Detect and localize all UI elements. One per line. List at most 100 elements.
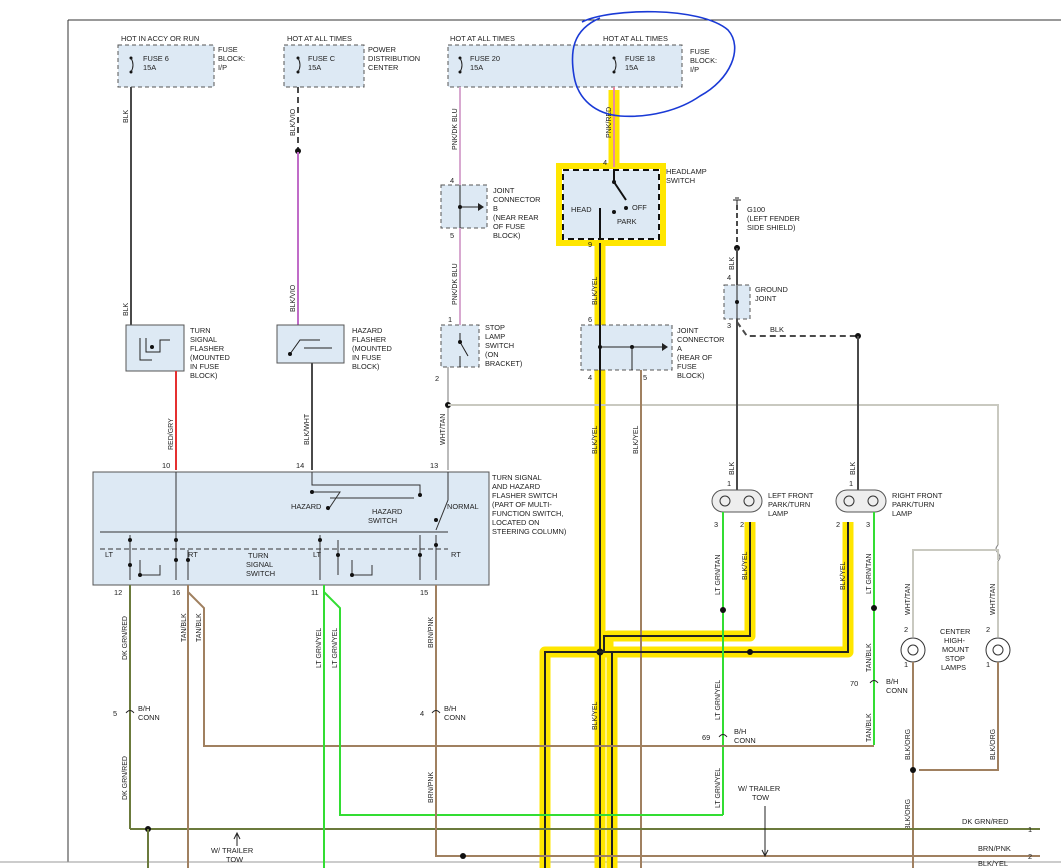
chmsl-lamps: WHT/TAN WHT/TAN 2 2 1 1 CENTER HIGH- MOU…	[900, 544, 1011, 868]
svg-text:RIGHT FRONT: RIGHT FRONT	[892, 491, 943, 500]
svg-text:13: 13	[430, 461, 438, 470]
svg-text:LAMP: LAMP	[892, 509, 912, 518]
svg-text:CENTER: CENTER	[368, 63, 398, 72]
svg-text:LAMPS: LAMPS	[941, 663, 966, 672]
svg-text:PNK/DK BLU: PNK/DK BLU	[452, 263, 459, 305]
svg-text:BLOCK): BLOCK)	[352, 362, 380, 371]
svg-text:2: 2	[740, 520, 744, 529]
svg-text:LAMP: LAMP	[768, 509, 788, 518]
svg-text:HAZARD: HAZARD	[291, 502, 321, 511]
turn-flasher-circuit: BLK BLK TURN SIGNAL FLASHER (MOUNTED IN …	[123, 87, 230, 470]
hand-drawn-circle-annotation	[571, 10, 736, 118]
left-front-lamp: 1 LEFT FRONT PARK/TURN LAMP 3 2 LT GRN/T…	[702, 479, 814, 815]
svg-text:B/H: B/H	[734, 727, 746, 736]
svg-text:B/H: B/H	[886, 677, 898, 686]
svg-text:HOT AT ALL TIMES: HOT AT ALL TIMES	[450, 34, 515, 43]
svg-text:15A: 15A	[625, 63, 638, 72]
svg-text:LT: LT	[313, 550, 322, 559]
svg-text:I/P: I/P	[218, 63, 227, 72]
svg-text:B: B	[493, 204, 498, 213]
svg-text:PNK/DK BLU: PNK/DK BLU	[452, 108, 459, 150]
svg-text:3: 3	[714, 520, 718, 529]
svg-text:BLK/YEL: BLK/YEL	[633, 425, 640, 454]
svg-text:SIDE SHIELD): SIDE SHIELD)	[747, 223, 795, 232]
svg-text:BLK: BLK	[729, 256, 736, 270]
svg-text:9: 9	[588, 240, 592, 249]
fuse-6-box: HOT IN ACCY OR RUN FUSE 6 15A FUSE BLOCK…	[117, 34, 245, 88]
svg-text:JOINT: JOINT	[493, 186, 515, 195]
svg-text:JOINT: JOINT	[677, 326, 699, 335]
svg-text:1: 1	[448, 315, 452, 324]
svg-text:BLK: BLK	[123, 302, 130, 316]
svg-text:TAN/BLK: TAN/BLK	[866, 713, 873, 742]
svg-text:LT GRN/TAN: LT GRN/TAN	[866, 554, 873, 594]
svg-text:AND HAZARD: AND HAZARD	[492, 482, 540, 491]
svg-text:SWITCH: SWITCH	[485, 341, 514, 350]
fuse-18-box: HOT AT ALL TIMES FUSE 18 15A FUSE BLOCK:…	[603, 34, 717, 74]
svg-text:FUNCTION SWITCH,: FUNCTION SWITCH,	[492, 509, 563, 518]
svg-text:BLK/YEL: BLK/YEL	[840, 561, 847, 590]
svg-text:15A: 15A	[143, 63, 156, 72]
svg-text:HEADLAMP: HEADLAMP	[666, 167, 707, 176]
svg-text:12: 12	[114, 588, 122, 597]
svg-text:15: 15	[420, 588, 428, 597]
svg-text:4: 4	[450, 176, 454, 185]
svg-text:WHT/TAN: WHT/TAN	[905, 584, 912, 615]
svg-text:IN FUSE: IN FUSE	[190, 362, 219, 371]
svg-text:FUSE: FUSE	[677, 362, 697, 371]
svg-text:FUSE: FUSE	[218, 45, 238, 54]
svg-text:HOT AT ALL TIMES: HOT AT ALL TIMES	[603, 34, 668, 43]
svg-text:4: 4	[588, 373, 592, 382]
svg-text:FUSE 20: FUSE 20	[470, 54, 500, 63]
svg-text:(ON: (ON	[485, 350, 499, 359]
svg-text:11: 11	[311, 588, 319, 597]
svg-text:FUSE: FUSE	[690, 47, 710, 56]
svg-text:HOT IN ACCY OR RUN: HOT IN ACCY OR RUN	[121, 34, 199, 43]
svg-text:CENTER: CENTER	[940, 627, 970, 636]
svg-text:LT GRN/TAN: LT GRN/TAN	[715, 555, 722, 595]
svg-text:B/H: B/H	[138, 704, 150, 713]
svg-text:STEERING COLUMN): STEERING COLUMN)	[492, 527, 566, 536]
svg-text:BLK: BLK	[850, 461, 857, 475]
svg-text:BRN/PNK: BRN/PNK	[978, 844, 1011, 853]
svg-text:TURN: TURN	[248, 551, 269, 560]
svg-text:STOP: STOP	[945, 654, 965, 663]
svg-text:LT: LT	[105, 550, 114, 559]
svg-text:A: A	[677, 344, 682, 353]
svg-text:LEFT FRONT: LEFT FRONT	[768, 491, 814, 500]
svg-text:HEAD: HEAD	[571, 205, 592, 214]
svg-text:HAZARD: HAZARD	[352, 326, 382, 335]
fuse-20-box: HOT AT ALL TIMES FUSE 20 15A	[447, 34, 683, 88]
svg-text:HIGH-: HIGH-	[944, 636, 965, 645]
svg-text:10: 10	[162, 461, 170, 470]
svg-text:14: 14	[296, 461, 304, 470]
svg-text:LOCATED ON: LOCATED ON	[492, 518, 540, 527]
svg-text:(MOUNTED: (MOUNTED	[352, 344, 392, 353]
ground-circuit: G100 (LEFT FENDER SIDE SHIELD) BLK 4 GRO…	[723, 197, 861, 490]
svg-text:PARK/TURN: PARK/TURN	[892, 500, 934, 509]
svg-text:BLK: BLK	[770, 325, 784, 334]
svg-text:CONNECTOR: CONNECTOR	[493, 195, 541, 204]
svg-text:DK GRN/RED: DK GRN/RED	[122, 756, 129, 800]
svg-text:1: 1	[986, 660, 990, 669]
svg-text:BLK/ORG: BLK/ORG	[990, 729, 997, 760]
svg-text:IN FUSE: IN FUSE	[352, 353, 381, 362]
trailer-tow-notes: W/ TRAILER TOW W/ TRAILER TOW	[211, 784, 780, 864]
svg-text:OF FUSE: OF FUSE	[493, 222, 525, 231]
svg-text:G100: G100	[747, 205, 765, 214]
svg-text:LT GRN/YEL: LT GRN/YEL	[715, 680, 722, 720]
svg-text:B/H: B/H	[444, 704, 456, 713]
svg-text:JOINT: JOINT	[755, 294, 777, 303]
svg-text:FLASHER SWITCH: FLASHER SWITCH	[492, 491, 557, 500]
svg-text:6: 6	[588, 315, 592, 324]
svg-text:3: 3	[866, 520, 870, 529]
svg-text:3: 3	[727, 321, 731, 330]
svg-text:(PART OF MULTI-: (PART OF MULTI-	[492, 500, 552, 509]
svg-text:BLOCK): BLOCK)	[190, 371, 218, 380]
svg-text:FUSE 18: FUSE 18	[625, 54, 655, 63]
svg-text:DK GRN/RED: DK GRN/RED	[122, 616, 129, 660]
headlamp-circuit: PNK/RED 4 HEAD OFF PARK HEADLAMP SWITCH …	[544, 87, 849, 868]
svg-text:2: 2	[836, 520, 840, 529]
svg-text:BLOCK): BLOCK)	[493, 231, 521, 240]
